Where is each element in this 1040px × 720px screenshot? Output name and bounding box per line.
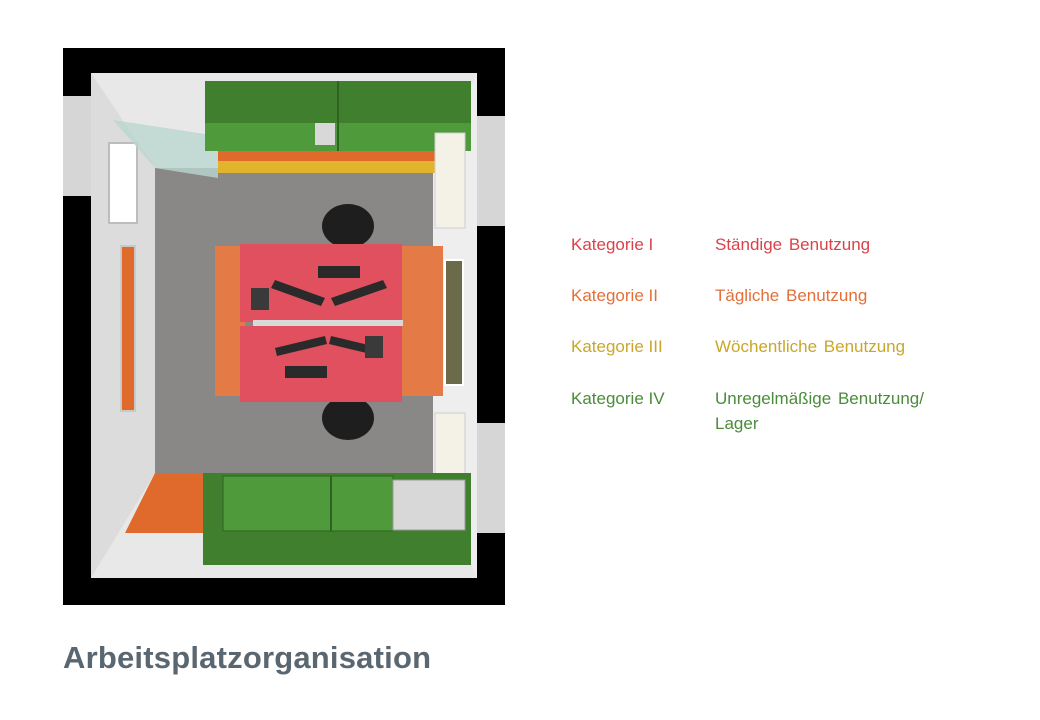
glass-door — [113, 120, 218, 178]
legend-category-label: Kategorie III — [571, 337, 663, 356]
binders-top — [315, 123, 335, 145]
legend-category-description: Wöchentliche Benutzung — [715, 337, 906, 356]
phone-bottom — [365, 336, 383, 358]
radiator-right-top — [434, 132, 466, 229]
cabinet-bottom-top-surface — [222, 475, 394, 532]
wall-picture-right — [444, 259, 464, 386]
legend-category-label: Kategorie II — [571, 286, 658, 305]
pinboard-left — [120, 245, 136, 412]
wall-opening-right-top — [477, 116, 505, 226]
monitor-top-right — [331, 280, 387, 306]
legend-category-description: Tägliche Benutzung — [715, 286, 868, 305]
office-chair-top — [322, 204, 374, 248]
office-chair-bottom — [322, 396, 374, 440]
desk-divider — [253, 320, 403, 326]
shelf-top-yellow — [218, 161, 443, 173]
legend-category-label: Kategorie I — [571, 235, 654, 254]
keyboard-top — [318, 266, 360, 278]
binders-bottom — [392, 479, 466, 531]
monitor-top-left — [271, 280, 325, 306]
wall-opening-left — [63, 96, 91, 196]
shelf-top-orange — [218, 151, 443, 161]
legend-category-description: Unregelmäßige Benutzung/ Lager — [715, 389, 924, 433]
desk-extension-right — [399, 246, 443, 396]
wall-opening-right-bottom — [477, 423, 505, 533]
cabinet-bottom-left — [125, 473, 228, 533]
monitor-bottom-left — [275, 336, 327, 356]
legend-category-description: Ständige Benutzung — [715, 235, 871, 254]
window-left — [108, 142, 138, 224]
keyboard-bottom — [285, 366, 327, 378]
floor-plan-diagram — [63, 48, 505, 605]
phone-top — [251, 288, 269, 310]
legend-category-label: Kategorie IV — [571, 389, 665, 408]
page-title: Arbeitsplatzorganisation — [63, 640, 432, 675]
